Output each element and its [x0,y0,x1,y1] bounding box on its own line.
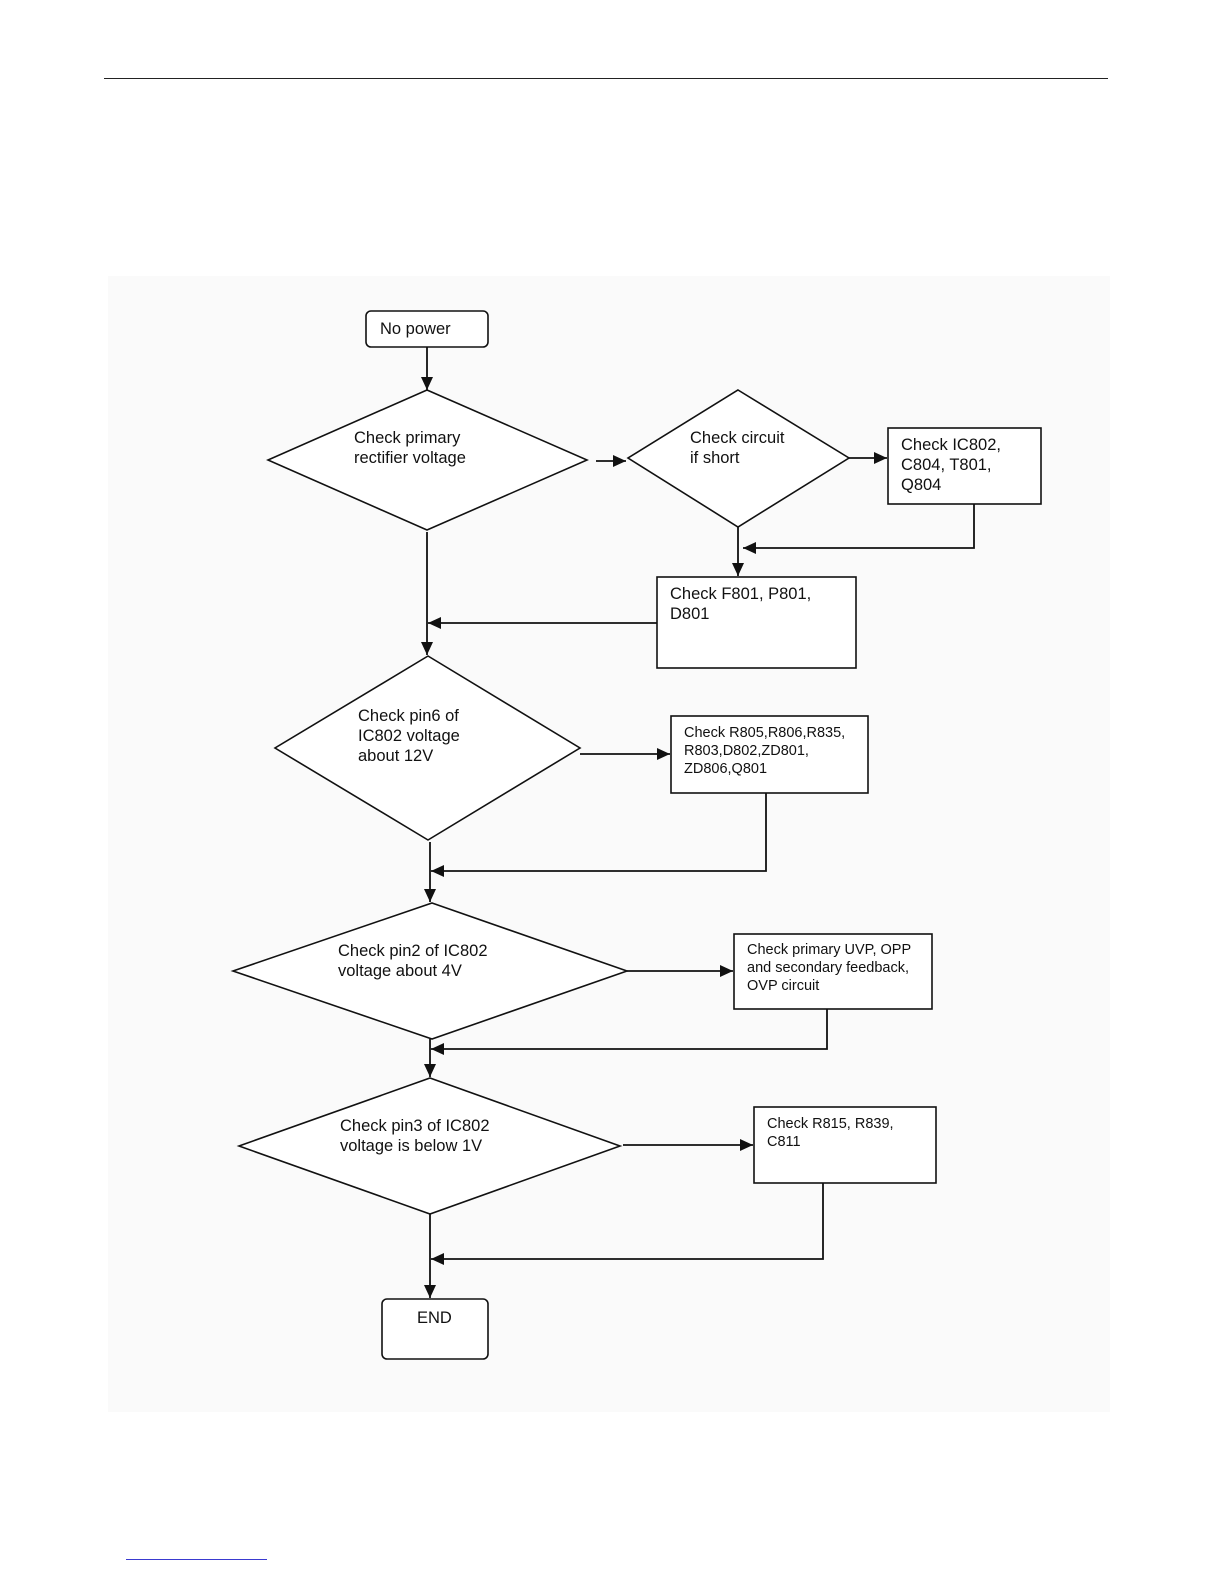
process-box [753,1106,937,1184]
arrowhead [743,542,756,554]
node-p-r815: Check R815, R839, C811 [753,1106,937,1184]
arrowhead [431,1253,444,1265]
arrowhead [657,748,670,760]
node-label-line: about 12V [358,747,433,765]
node-p-ic802: Check IC802, C804, T801, Q804 [887,427,1042,505]
node-d3: Check pin2 of IC802 voltage about 4V [230,902,630,1040]
node-label-line: Check primary [354,429,461,447]
node-label-line: Check R805,R806,R835, [684,725,845,741]
arrowhead [424,1285,436,1298]
arrowhead [431,1043,444,1055]
node-label-line: voltage is below 1V [340,1137,482,1155]
arrowhead [732,563,744,576]
connectors-layer [421,347,975,1298]
process-box [656,576,857,669]
node-label-line: Check pin2 of IC802 [338,942,488,960]
process-box [670,715,869,794]
node-end: END [381,1298,489,1360]
node-label-line: Check R815, R839, [767,1116,894,1132]
arrowhead [424,889,436,902]
footer-link-underline [126,1559,267,1560]
node-d1: Check primary rectifier voltage [266,389,589,531]
node-label-line: R803,D802,ZD801, [684,743,809,759]
node-p-uvp: Check primary UVP, OPP and secondary feed… [733,933,933,1010]
arrowhead [720,965,733,977]
node-label-line: voltage about 4V [338,962,462,980]
connector-line [743,504,975,549]
node-label-line: Check circuit [690,429,785,447]
node-label-line: Check IC802, [901,436,1001,454]
node-label-line: and secondary feedback, [747,960,909,976]
node-p-f801: Check F801, P801, D801 [656,576,857,669]
arrowhead [431,865,444,877]
connector-line [431,1183,824,1260]
connector-line [431,793,767,872]
node-label-line: D801 [670,605,709,623]
header-rule [104,78,1108,79]
node-d2: Check pin6 of IC802 voltage about 12V [273,655,582,841]
node-label-line: Check primary UVP, OPP [747,942,911,958]
decision-diamond [273,655,582,841]
terminal-shape [381,1298,489,1360]
node-label-line: Check F801, P801, [670,585,811,603]
arrowhead [421,377,433,390]
node-label-line: rectifier voltage [354,449,466,467]
node-d-short: Check circuit if short [626,389,851,528]
decision-diamond [266,389,589,531]
node-label-line: Check pin6 of [358,707,459,725]
node-label-line: if short [690,449,740,467]
node-label-line: OVP circuit [747,978,819,994]
arrowhead [421,642,433,655]
arrowhead [428,617,441,629]
arrowhead [424,1064,436,1077]
process-box [887,427,1042,505]
node-label-line: C811 [767,1134,801,1150]
node-label-line: C804, T801, [901,456,992,474]
node-label-line: Check pin3 of IC802 [340,1117,490,1135]
node-d4: Check pin3 of IC802 voltage is below 1V [236,1077,623,1215]
node-label-line: Q804 [901,476,941,494]
node-label-line: No power [380,320,451,338]
arrowhead [874,452,887,464]
node-start: No power [365,310,489,348]
process-box [733,933,933,1010]
node-label-line: ZD806,Q801 [684,761,767,777]
arrowhead [613,455,626,467]
connector-line [431,1009,828,1050]
node-p-r805: Check R805,R806,R835, R803,D802,ZD801, ZD8… [670,715,869,794]
arrowhead [740,1139,753,1151]
node-label-line: END [417,1309,452,1327]
node-label-line: IC802 voltage [358,727,460,745]
decision-diamond [230,902,630,1040]
